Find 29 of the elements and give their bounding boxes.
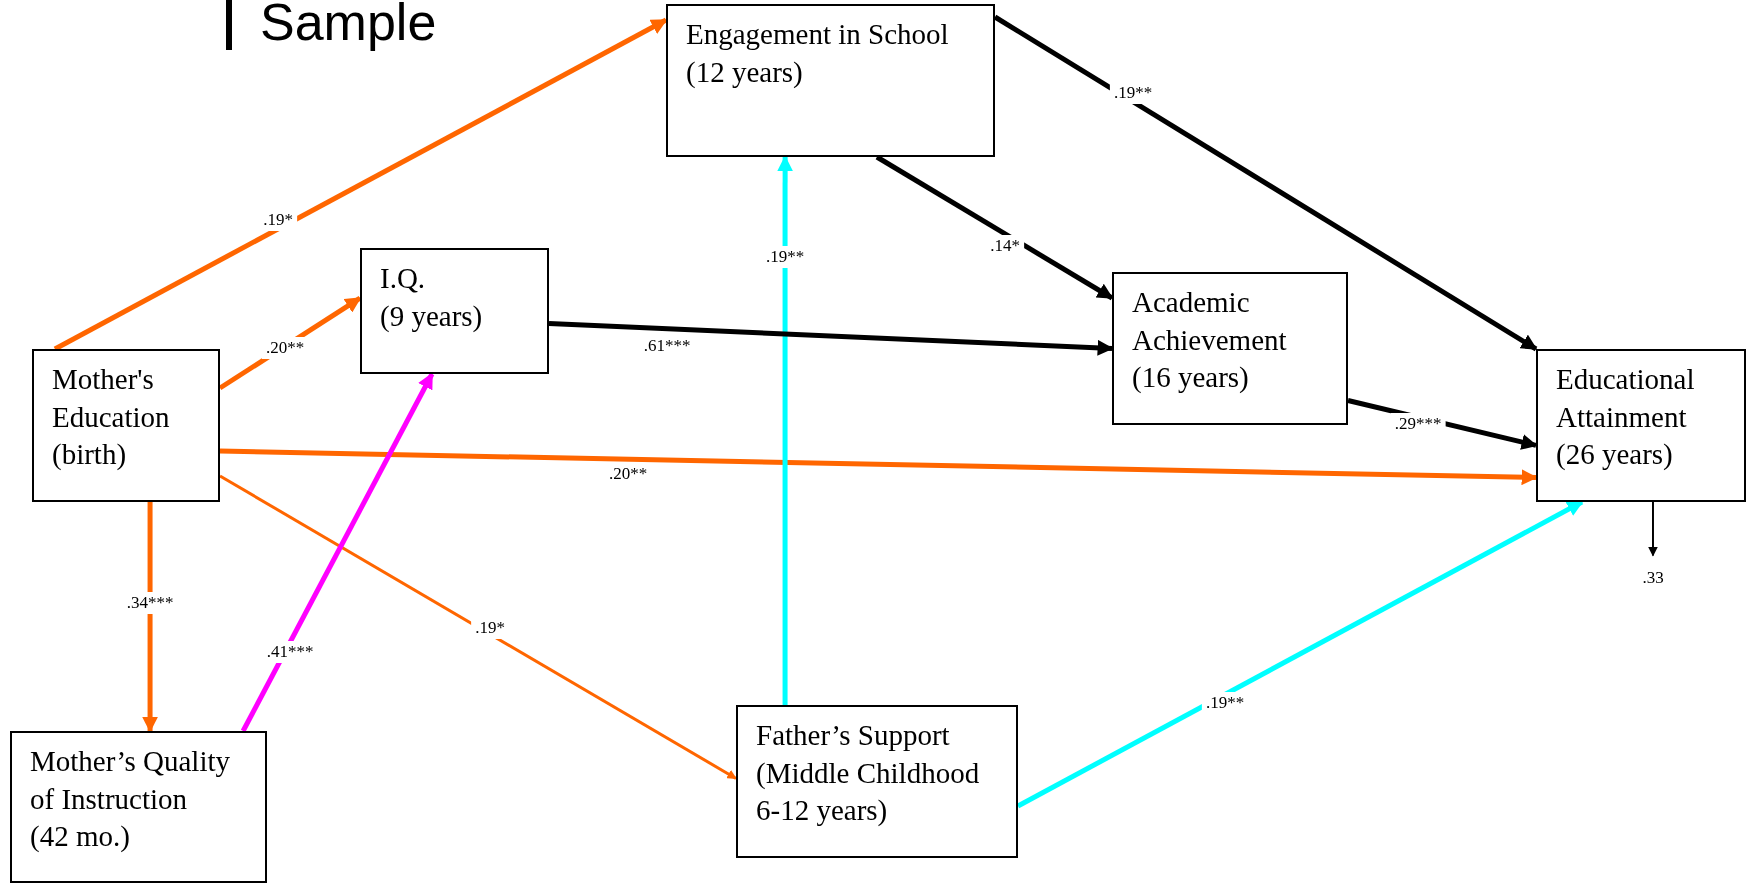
box-label: (16 years) — [1132, 360, 1250, 396]
arrow — [240, 372, 435, 733]
variable-box — [1112, 272, 1348, 425]
box-label: Engagement in School — [686, 17, 950, 52]
variable-box — [360, 248, 549, 374]
variable-box — [32, 349, 220, 502]
arrow — [1647, 501, 1658, 557]
box-label: (26 years) — [1556, 437, 1674, 473]
variable-box — [10, 731, 267, 883]
box-label: (12 years) — [686, 54, 804, 90]
box-label: (9 years) — [380, 298, 484, 334]
box-label: (42 mo.) — [30, 819, 131, 855]
box-label: Educational Attainment — [1556, 362, 1696, 435]
arrow — [142, 502, 159, 733]
variable-box — [736, 705, 1018, 858]
arrow — [548, 321, 1114, 356]
arrow — [777, 155, 794, 705]
box-label: Mother's Education — [52, 362, 171, 435]
arrow — [219, 448, 1538, 486]
arrow — [219, 474, 737, 780]
box-label: I.Q. — [380, 261, 427, 296]
box-label: (Middle Childhood 6-12 years) — [756, 755, 981, 829]
arrow — [53, 17, 668, 352]
variable-box — [666, 4, 995, 157]
box-label: (birth) — [52, 437, 128, 473]
variable-box — [1536, 349, 1746, 502]
box-label: Father’s Support — [756, 718, 951, 753]
box-label: Mother’s Quality of Instruction — [30, 744, 232, 817]
box-label: Academic Achievement — [1132, 285, 1288, 358]
